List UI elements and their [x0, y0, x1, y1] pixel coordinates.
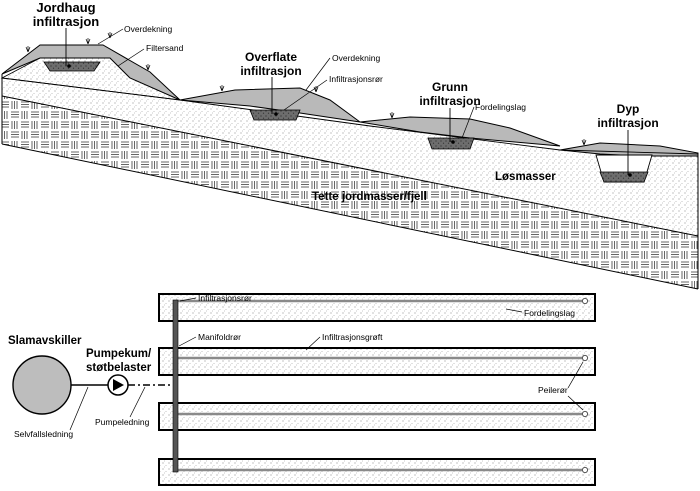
label-slamavskiller: Slamavskiller	[8, 335, 82, 347]
pump-icon	[113, 379, 124, 391]
bedrock-layer	[2, 96, 698, 289]
leader-overdekning-1	[97, 28, 124, 45]
trench-row-1	[158, 293, 596, 322]
trench-row-4	[158, 458, 596, 486]
trench-row-3	[158, 402, 596, 431]
label-losmasser: Løsmasser	[495, 171, 556, 183]
title-overflate-2: infiltrasjon	[240, 64, 301, 78]
trench-row-2	[158, 347, 596, 376]
cover-overflate	[179, 87, 361, 123]
label-infiltrasjonsror-section: Infiltrasjonsrør	[329, 74, 383, 84]
soil-layer	[2, 78, 698, 236]
leader-overdekning-2	[305, 57, 331, 91]
label-fordelingslag-plan: Fordelingslag	[524, 308, 575, 318]
label-infiltrasjonsgroft: Infiltrasjonsgrøft	[322, 332, 383, 342]
trench-dyp	[595, 130, 653, 183]
plan-view: Slamavskiller Pumpekum/ støtbelaster Sel…	[8, 293, 596, 486]
label-pumpeledning: Pumpeledning	[95, 417, 150, 427]
title-jordhaug-2: infiltrasjon	[33, 14, 100, 29]
label-peileror: Peilerør	[538, 385, 568, 395]
label-selvfallsledning: Selvfallsledning	[14, 429, 73, 439]
title-dyp-1: Dyp	[617, 102, 640, 116]
leader-filtersand	[117, 48, 145, 67]
leader-fordelingslag-section	[461, 106, 475, 139]
leader-pumpeledning	[129, 386, 146, 418]
title-jordhaug-1: Jordhaug	[36, 0, 95, 15]
title-overflate-1: Overflate	[245, 50, 297, 64]
label-filtersand: Filtersand	[146, 43, 184, 53]
leader-selvfallsledning	[69, 386, 89, 431]
leader-infiltrasjonsgroft	[305, 336, 321, 351]
leader-infiltrasjonsror-plan	[179, 297, 197, 302]
leader-manifoldror	[178, 336, 197, 347]
ground-surface-line	[1, 77, 699, 155]
label-overdekning-1: Overdekning	[124, 24, 172, 34]
label-tette-jordmasser: Tette jordmasser/fjell	[312, 191, 427, 203]
cross-section: Jordhaug infiltrasjon Overflate infiltra…	[0, 0, 699, 290]
leader-fordelingslag-plan	[505, 308, 523, 313]
label-infiltrasjonsror-plan: Infiltrasjonsrør	[198, 293, 252, 303]
label-fordelingslag-section: Fordelingslag	[475, 102, 526, 112]
title-grunn-2: infiltrasjon	[419, 94, 480, 108]
label-overdekning-2: Overdekning	[332, 53, 380, 63]
leader-peileror-2	[567, 395, 584, 411]
trench-overflate	[249, 77, 301, 121]
bedrock-bottom-line	[1, 143, 699, 290]
leader-peileror-1	[567, 361, 584, 389]
label-pumpekum-2: støtbelaster	[86, 362, 152, 374]
title-grunn-1: Grunn	[432, 80, 468, 94]
label-pumpekum-1: Pumpekum/	[86, 348, 152, 360]
grass-tufts	[25, 32, 587, 146]
bedrock-top-line	[1, 95, 699, 237]
trench-jordhaug	[43, 28, 101, 72]
manifold-pipe	[172, 299, 179, 473]
septic-tank	[12, 355, 72, 415]
trench-grunn	[427, 108, 475, 150]
label-manifoldror: Manifoldrør	[198, 332, 241, 342]
leader-infiltrasjonsror-section	[283, 79, 328, 111]
title-dyp-2: infiltrasjon	[597, 116, 658, 130]
